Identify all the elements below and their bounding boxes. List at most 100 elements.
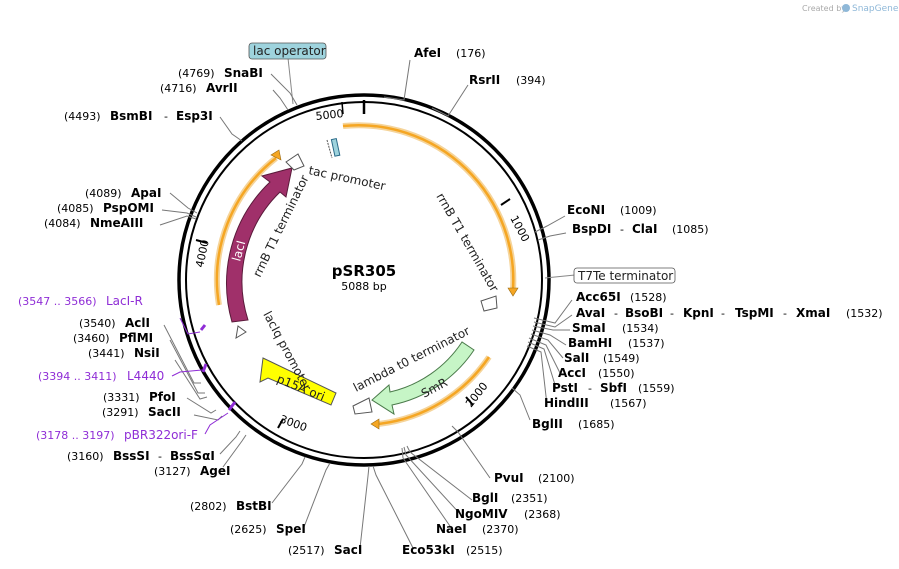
lac-operator-label: lac operator <box>253 44 326 58</box>
primer-lacir-range: (3547 .. 3566) <box>18 295 97 308</box>
left-arrow-arc <box>215 157 277 306</box>
site-bsssai-name: BssSαI <box>170 449 215 463</box>
site-pflmi-pos: (3460) <box>73 332 110 345</box>
site-agei-name: AgeI <box>200 464 230 478</box>
tac-promoter-arrow-arc <box>342 124 515 291</box>
site-pspomi-name: PspOMI <box>103 201 154 215</box>
site-smai-name: SmaI <box>572 321 606 335</box>
site-sbfi-pos: (1559) <box>638 382 675 395</box>
site-afei-pos: (176) <box>456 47 486 60</box>
site-snabi-pos: (4769) <box>178 67 215 80</box>
leader-lines <box>159 59 573 549</box>
plasmid-length: 5088 bp <box>341 280 386 293</box>
site-smai-pos: (1534) <box>622 322 659 335</box>
site-pfoi-name: PfoI <box>149 390 176 404</box>
site-kpni-sep: - <box>721 307 725 320</box>
site-nsii-pos: (3441) <box>88 347 125 360</box>
site-econi-pos: (1009) <box>620 204 657 217</box>
site-kpni-name: KpnI <box>683 306 714 320</box>
primer-l4440-range: (3394 .. 3411) <box>38 370 117 383</box>
site-nmeaiii-pos: (4084) <box>44 217 81 230</box>
rrnb-t1-left-marker <box>285 153 305 171</box>
site-ngomiv-name: NgoMIV <box>455 507 508 521</box>
site-acc65i-name: Acc65I <box>576 290 621 304</box>
site-bstbi-name: BstBI <box>236 499 272 513</box>
site-bspdi-pos: (1085) <box>672 223 709 236</box>
site-bgli-name: BglI <box>472 491 498 505</box>
site-sali-name: SalI <box>564 351 589 365</box>
site-pflmi-name: PflMI <box>119 331 153 345</box>
site-bsmbi-pos: (4493) <box>64 110 101 123</box>
site-eco53ki-pos: (2515) <box>466 544 503 557</box>
primer-pbr322-range: (3178 .. 3197) <box>36 429 115 442</box>
left-arrow-head <box>270 149 282 161</box>
site-spei-pos: (2625) <box>230 523 267 536</box>
site-sacii-pos: (3291) <box>102 406 139 419</box>
site-pspomi-pos: (4085) <box>57 202 94 215</box>
lower-arrow-arc <box>377 356 491 426</box>
tick-1000-label: 1000 <box>507 213 532 244</box>
snapgene-logo-icon <box>842 4 850 12</box>
lac-operator-box <box>248 42 327 60</box>
site-naei-name: NaeI <box>436 522 467 536</box>
site-nmeaiii-name: NmeAIII <box>90 216 143 230</box>
primer-pbr322-name: pBR322ori-F <box>124 428 198 442</box>
site-sbfi-name: SbfI <box>600 381 627 395</box>
site-bspdi-name: BspDI <box>572 222 611 236</box>
site-rsrii-name: RsrII <box>469 73 500 87</box>
site-hindiii-pos: (1567) <box>610 397 647 410</box>
site-rsrii-pos: (394) <box>516 74 546 87</box>
site-tspmi-sep: - <box>783 307 787 320</box>
site-esp3i-name: Esp3I <box>176 109 213 123</box>
site-nsii-name: NsiI <box>134 346 160 360</box>
site-acci-name: AccI <box>558 366 586 380</box>
site-bsssi-name: BssSI <box>113 449 150 463</box>
plasmid-name: pSR305 <box>332 262 396 280</box>
site-tspmi-name: TspMI <box>735 306 774 320</box>
site-saci-name: SacI <box>334 543 362 557</box>
p15a-ori-feature <box>259 357 337 406</box>
site-bamhi-name: BamHI <box>568 336 612 350</box>
smr-feature-arrow <box>371 341 475 416</box>
site-eco53ki-name: Eco53kI <box>402 543 455 557</box>
tick-4000-mark <box>195 239 208 244</box>
site-bglii-pos: (1685) <box>578 418 615 431</box>
t7te-label: T7Te terminator <box>577 269 673 283</box>
site-hindiii-name: HindIII <box>544 396 589 410</box>
tick-4000-label: 4000 <box>193 239 212 269</box>
backbone-outer-ring <box>177 93 551 467</box>
site-bsssi-pos: (3160) <box>67 450 104 463</box>
lower-arrow-head <box>370 418 380 430</box>
tac-arrow-head <box>507 287 519 297</box>
tac-promoter-label: tac promoter <box>307 163 386 193</box>
credit-prefix: Created by <box>802 4 846 13</box>
site-xmai-pos: (1532) <box>846 307 883 320</box>
rrnb-t1-right-marker <box>480 295 498 312</box>
site-bspdi-sep: - <box>620 223 624 236</box>
site-pfoi-pos: (3331) <box>103 391 140 404</box>
tick-5000-mark <box>341 101 344 115</box>
tick-5000-label: 5000 <box>315 107 344 123</box>
site-bsobi-sep: - <box>670 307 674 320</box>
site-psti-sep: - <box>588 382 592 395</box>
tick-2000-mark <box>465 396 474 406</box>
primer-markers <box>199 324 237 411</box>
t7te-leader <box>544 274 576 279</box>
site-bgli-pos: (2351) <box>511 492 548 505</box>
site-bsmbi-name: BsmBI <box>110 109 152 123</box>
site-bsssi-sep: - <box>158 450 162 463</box>
tick-1000-mark <box>500 198 511 206</box>
site-spei-name: SpeI <box>276 522 306 536</box>
site-acli-pos: (3540) <box>79 317 116 330</box>
site-avrii-pos: (4716) <box>160 82 197 95</box>
site-psti-name: PstI <box>552 381 578 395</box>
primer-l4440-name: L4440 <box>127 369 164 383</box>
site-bstbi-pos: (2802) <box>190 500 227 513</box>
site-sacii-name: SacII <box>148 405 181 419</box>
tick-3000-label: 3000 <box>278 413 309 435</box>
site-acci-pos: (1550) <box>598 367 635 380</box>
lambda-t0-marker <box>352 397 373 415</box>
site-agei-pos: (3127) <box>154 465 191 478</box>
site-acc65i-pos: (1528) <box>630 291 667 304</box>
site-acli-name: AclI <box>125 316 150 330</box>
